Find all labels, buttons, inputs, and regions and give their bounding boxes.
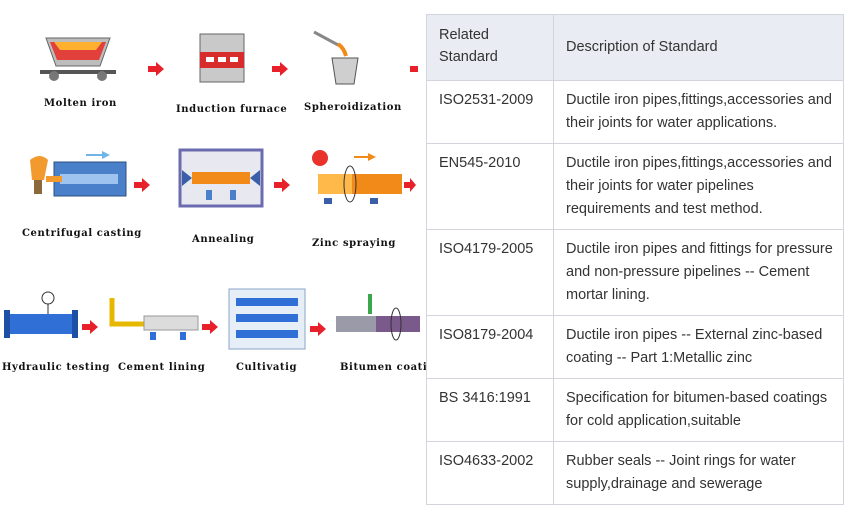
step-label-zinc-spraying: Zinc spraying xyxy=(312,238,396,249)
centrifugal-casting-image xyxy=(30,151,127,197)
cement-lining-image xyxy=(109,298,199,340)
arrow-icon xyxy=(274,178,290,192)
production-process-diagram: Molten iron Induction furnace Spheroidiz… xyxy=(0,0,427,506)
spheroidization-image xyxy=(313,30,359,85)
step-label-annealing: Annealing xyxy=(192,234,255,245)
molten-iron-ladle-image xyxy=(40,37,116,81)
standard-description: Ductile iron pipes and fittings for pres… xyxy=(553,229,844,316)
induction-furnace-image xyxy=(199,33,245,83)
arrow-icon xyxy=(82,320,98,334)
standard-description: Ductile iron pipes,fittings,accessories … xyxy=(553,80,844,144)
annealing-furnace-image xyxy=(178,148,264,208)
standard-description: Ductile iron pipes -- External zinc-base… xyxy=(553,315,844,379)
step-label-induction-furnace: Induction furnace xyxy=(176,104,288,115)
step-label-cement-lining: Cement lining xyxy=(118,362,206,373)
step-label-centrifugal-casting: Centrifugal casting xyxy=(22,228,142,239)
standard-code: ISO4179-2005 xyxy=(426,229,554,316)
table-header-row: Related Standard Description of Standard xyxy=(426,14,844,81)
standards-table: Related Standard Description of Standard… xyxy=(426,14,844,505)
standard-code: ISO2531-2009 xyxy=(426,80,554,144)
cultivating-image xyxy=(228,288,306,350)
step-label-hydraulic-testing: Hydraulic testing xyxy=(2,362,110,373)
standard-description: Ductile iron pipes,fittings,accessories … xyxy=(553,143,844,230)
standard-code: ISO4633-2002 xyxy=(426,441,554,505)
step-label-bitumen-coating: Bitumen coati xyxy=(340,362,428,373)
arrow-icon xyxy=(404,178,416,192)
column-header-related-standard: Related Standard xyxy=(426,14,554,81)
column-header-description: Description of Standard xyxy=(553,14,844,81)
arrow-icon xyxy=(134,178,150,192)
arrow-icon xyxy=(202,320,218,334)
arrow-icon xyxy=(272,62,288,76)
standard-code: ISO8179-2004 xyxy=(426,315,554,379)
arrow-icon xyxy=(410,66,418,72)
step-label-spheroidization: Spheroidization xyxy=(304,102,402,113)
arrow-icon xyxy=(310,322,326,336)
step-label-molten-iron: Molten iron xyxy=(44,98,117,109)
standard-code: EN545-2010 xyxy=(426,143,554,230)
standard-description: Rubber seals -- Joint rings for water su… xyxy=(553,441,844,505)
step-label-cultivatig: Cultivatig xyxy=(236,362,298,373)
table-row: ISO4633-2002 Rubber seals -- Joint rings… xyxy=(426,441,844,505)
table-row: BS 3416:1991 Specification for bitumen-b… xyxy=(426,378,844,442)
zinc-spraying-image xyxy=(312,150,402,204)
bitumen-coating-image xyxy=(336,294,420,341)
hydraulic-testing-image xyxy=(4,291,78,338)
standard-description: Specification for bitumen-based coatings… xyxy=(553,378,844,442)
standard-code: BS 3416:1991 xyxy=(426,378,554,442)
table-row: ISO8179-2004 Ductile iron pipes -- Exter… xyxy=(426,315,844,379)
table-row: ISO2531-2009 Ductile iron pipes,fittings… xyxy=(426,80,844,144)
table-row: ISO4179-2005 Ductile iron pipes and fitt… xyxy=(426,229,844,316)
table-row: EN545-2010 Ductile iron pipes,fittings,a… xyxy=(426,143,844,230)
arrow-icon xyxy=(148,62,164,76)
